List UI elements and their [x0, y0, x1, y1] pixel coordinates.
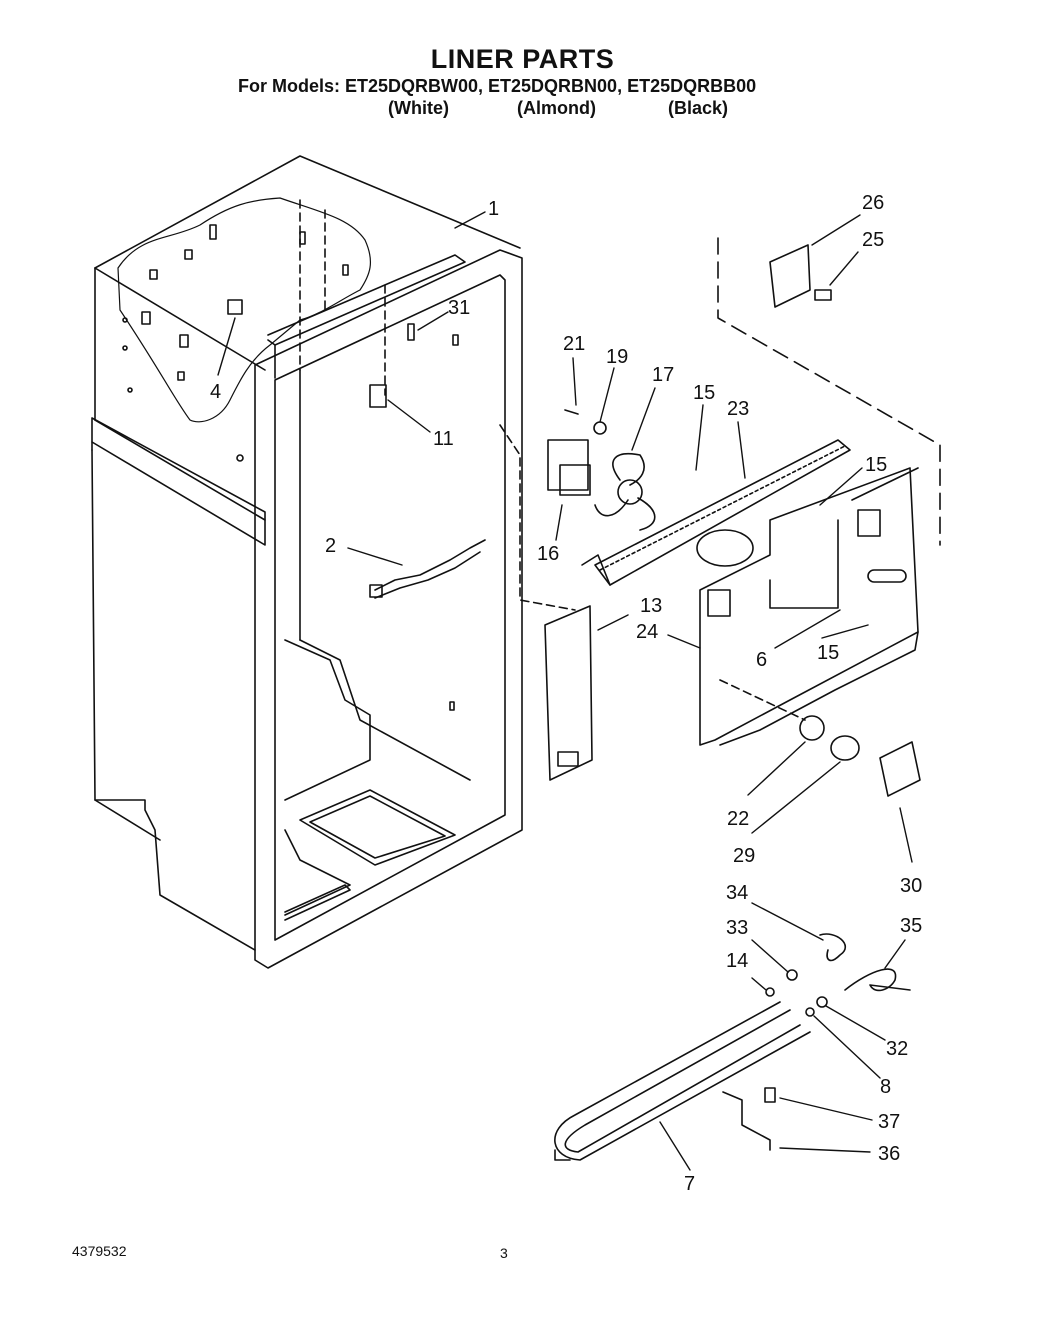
leader-lines: [217, 211, 913, 1171]
grille-drawing: [581, 439, 851, 586]
variant-white: (White): [388, 98, 449, 118]
callout-2: 2: [325, 535, 336, 557]
bracket-drawing: [722, 1091, 771, 1151]
part-33: [786, 969, 798, 981]
callout-8: 8: [880, 1076, 891, 1098]
callout-6: 6: [756, 649, 767, 671]
callout-11: 11: [433, 428, 454, 450]
callout-31: 31: [448, 297, 470, 319]
callout-34: 34: [726, 882, 748, 904]
liner-drawing: [91, 155, 576, 969]
callout-32: 32: [886, 1038, 908, 1060]
shield-drawing: [879, 741, 921, 797]
callout-22: 22: [727, 808, 749, 830]
spring-35: [844, 968, 911, 992]
spring-34: [819, 933, 847, 962]
fan-motor-drawing: [547, 409, 656, 531]
callout-15-b: 15: [865, 454, 887, 476]
duct-drawing: [544, 605, 593, 781]
callout-35: 35: [900, 915, 922, 937]
doc-number: 4379532: [72, 1243, 127, 1259]
callout-21: 21: [563, 333, 585, 355]
screw-37: [764, 1087, 776, 1103]
callout-37: 37: [878, 1111, 900, 1133]
callout-16: 16: [537, 543, 559, 565]
callout-14: 14: [726, 950, 748, 972]
callout-19: 19: [606, 346, 628, 368]
callout-13: 13: [640, 595, 662, 617]
callout-labels: 1 2 4 31 11 21 19 17 16 15 23 15 13 24 6…: [210, 192, 922, 1195]
callout-15-c: 15: [817, 642, 839, 664]
callout-26: 26: [862, 192, 884, 214]
callout-29: 29: [733, 845, 755, 867]
callout-25: 25: [862, 229, 884, 251]
callout-36: 36: [878, 1143, 900, 1165]
mounting-plate-drawing: [769, 244, 811, 308]
evaporator-cover-drawing: [699, 467, 919, 746]
callout-1: 1: [488, 198, 499, 220]
plate-screw: [814, 289, 832, 301]
bulb-drawing: [830, 735, 860, 761]
part-8: [805, 1007, 815, 1017]
defrost-heater-drawing: [554, 1001, 811, 1161]
part-32: [816, 996, 828, 1008]
callout-33: 33: [726, 917, 748, 939]
callout-4: 4: [210, 381, 221, 403]
callout-24: 24: [636, 621, 658, 643]
callout-7: 7: [684, 1173, 695, 1195]
part-14: [765, 987, 775, 997]
callout-17: 17: [652, 364, 674, 386]
socket-drawing: [799, 715, 825, 741]
page-number: 3: [500, 1245, 508, 1261]
variant-black: (Black): [668, 98, 729, 118]
callout-23: 23: [727, 398, 749, 420]
duct-slot: [557, 751, 579, 767]
page-title: LINER PARTS: [430, 44, 615, 74]
callout-30: 30: [900, 875, 922, 897]
variant-almond: (Almond): [517, 98, 596, 118]
callout-15-a: 15: [693, 382, 715, 404]
models-line: For Models: ET25DQRBW00, ET25DQRBN00, ET…: [238, 76, 757, 96]
